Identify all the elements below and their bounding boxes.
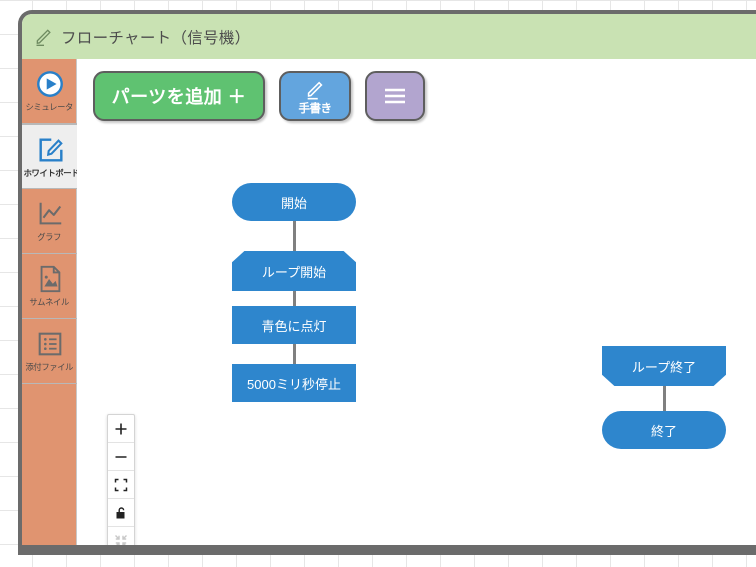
flow-node-label: 開始 (280, 195, 307, 211)
fit-screen-icon (114, 478, 128, 491)
flow-node-label: 5000ミリ秒停止 (247, 376, 341, 392)
connector-bluelight-wait (293, 343, 296, 365)
add-part-label: パーツを追加 ＋ (111, 87, 247, 107)
app-window: フローチャート（信号機） シミュレータ ホワイトボード (18, 10, 756, 555)
hamburger-menu-icon (385, 88, 405, 104)
list-icon (38, 332, 61, 356)
canvas-toolbar: パーツを追加 ＋ 手書き (93, 71, 425, 121)
flow-node-end[interactable]: 終了 (602, 411, 726, 449)
sidebar-item-thumbnail[interactable]: サムネイル (22, 254, 77, 319)
handwrite-button[interactable]: 手書き (279, 71, 351, 121)
sidebar-item-label: グラフ (37, 232, 62, 242)
page-title: フローチャート（信号機） (61, 29, 251, 47)
title-bar: フローチャート（信号機） (22, 14, 756, 59)
play-circle-icon (36, 71, 63, 97)
menu-button[interactable] (365, 71, 425, 121)
sidebar-item-label: ホワイトボード (23, 167, 79, 178)
flow-node-start[interactable]: 開始 (232, 183, 356, 221)
lock-toggle-button[interactable] (108, 499, 134, 527)
sidebar-item-attachment[interactable]: 添付ファイル (22, 319, 77, 384)
sidebar-item-whiteboard[interactable]: ホワイトボード (22, 124, 80, 189)
flow-node-label: ループ終了 (631, 359, 697, 375)
flow-node-label: 終了 (650, 423, 677, 439)
pencil-square-icon (39, 137, 63, 162)
flow-node-loop-end[interactable]: ループ終了 (602, 346, 726, 386)
image-file-icon (40, 265, 60, 293)
window-bottom-bar (18, 545, 756, 555)
connector-loopend-end (663, 384, 666, 413)
sidebar: シミュレータ ホワイトボード グラフ (22, 59, 80, 551)
fit-to-screen-button[interactable] (108, 471, 134, 499)
sidebar-item-simulator[interactable]: シミュレータ (22, 59, 77, 124)
pencil-icon[interactable] (34, 27, 54, 47)
sidebar-item-label: サムネイル (29, 297, 70, 307)
flow-node-blue-light[interactable]: 青色に点灯 (232, 306, 356, 344)
zoom-in-button[interactable] (108, 415, 134, 443)
pencil-icon (307, 81, 323, 100)
line-chart-icon (39, 202, 61, 225)
flow-node-label: ループ開始 (261, 264, 327, 280)
connector-loopstart-bluelight (293, 290, 296, 308)
minus-icon (115, 455, 127, 458)
add-part-button[interactable]: パーツを追加 ＋ (93, 71, 265, 121)
flow-node-label: 青色に点灯 (261, 318, 327, 334)
whiteboard-canvas[interactable]: パーツを追加 ＋ 手書き (77, 59, 756, 551)
flow-node-wait-5000[interactable]: 5000ミリ秒停止 (232, 364, 356, 402)
view-control-panel (107, 414, 135, 551)
handwrite-label: 手書き (298, 103, 333, 115)
unlock-icon (116, 506, 125, 518)
sidebar-item-graph[interactable]: グラフ (22, 189, 77, 254)
sidebar-item-label: シミュレータ (25, 102, 74, 112)
sidebar-item-label: 添付ファイル (25, 362, 74, 372)
zoom-out-button[interactable] (108, 443, 134, 471)
flow-node-loop-start[interactable]: ループ開始 (232, 251, 356, 291)
body-area: シミュレータ ホワイトボード グラフ (22, 59, 756, 551)
connector-start-loopstart (293, 220, 296, 253)
plus-icon (115, 423, 127, 434)
